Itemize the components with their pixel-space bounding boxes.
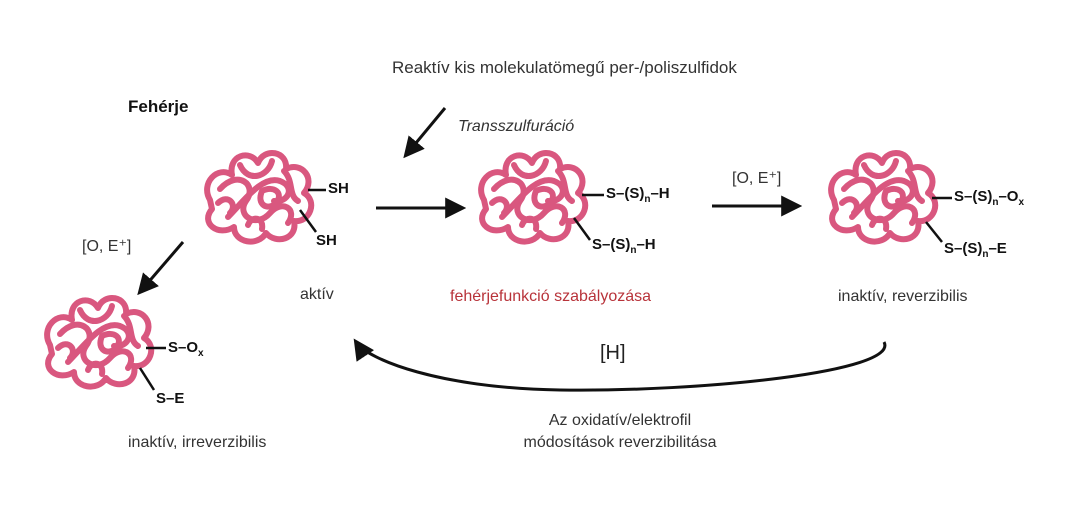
reversal-caption-line1: Az oxidatív/elektrofil <box>548 412 692 429</box>
arrow-reagent <box>403 107 447 159</box>
reversal-caption-line2: módosítások reverzibilitása <box>523 434 717 451</box>
persulf-group-2: S–(S)n–H <box>592 236 656 256</box>
protein-irreversible <box>47 298 151 387</box>
arrow-reduction <box>353 338 887 392</box>
reversible-state: inaktív, reverzibilis <box>838 288 968 305</box>
protein-active <box>207 153 311 242</box>
active-state: aktív <box>300 286 334 303</box>
oxidant-label-left: [O, E⁺] <box>82 238 132 255</box>
active-group-1: SH <box>328 180 349 197</box>
irreversible-group-2: S–E <box>156 390 185 407</box>
reductant-label: [H] <box>600 342 626 364</box>
reversible-group-1: S–(S)n–Ox <box>954 188 1025 208</box>
reversible-group-2: S–(S)n–E <box>944 240 1007 260</box>
protein-label: Fehérje <box>128 97 189 116</box>
protein-reversible <box>831 153 935 242</box>
protein-persulfidated <box>481 153 585 242</box>
active-group-2: SH <box>316 232 337 249</box>
oxidant-label-top: [O, E⁺] <box>732 170 782 187</box>
reagent-label: Reaktív kis molekulatömegű per-/poliszul… <box>392 58 737 77</box>
irreversible-state: inaktív, irreverzibilis <box>128 434 267 451</box>
arrow-oxidation-left <box>137 241 185 296</box>
persulf-group-1: S–(S)n–H <box>606 185 670 205</box>
persulf-state: fehérjefunkció szabályozása <box>450 288 652 305</box>
transsulfuration-label: Transszulfuráció <box>458 118 575 135</box>
irreversible-group-1: S–Ox <box>168 339 204 359</box>
